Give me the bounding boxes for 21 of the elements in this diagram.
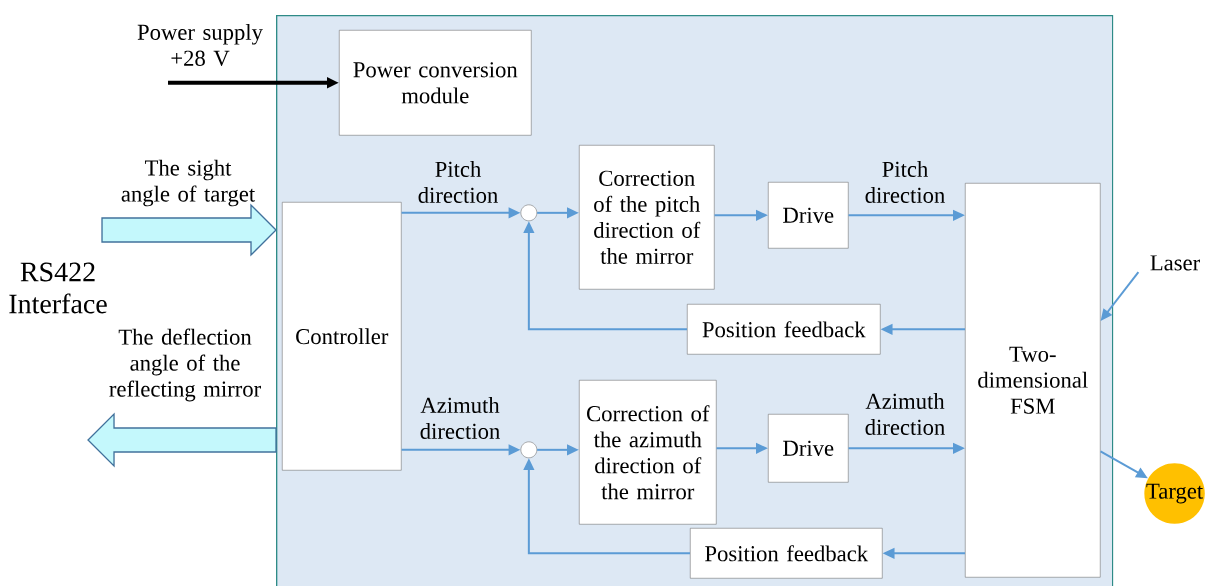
interface-label: RS422 Interface (9, 262, 107, 314)
block-arrow (87, 412, 277, 468)
edge-label: Pitch direction (418, 161, 498, 203)
text-label: Power supply +28 V (137, 23, 263, 67)
process-box: Correction of the azimuth direction of the mirror (579, 380, 717, 525)
edge-label: Pitch direction (865, 161, 945, 203)
summing-junction (520, 204, 538, 222)
edge-label: The sight angle of target (121, 159, 256, 207)
process-box: Two-dimensional FSM (965, 183, 1101, 578)
process-box: Drive (768, 414, 849, 483)
process-box: Drive (768, 182, 849, 249)
process-box: Correction of the pitch direction of the mirror (579, 145, 715, 290)
process-box: Power conversion module (339, 30, 532, 136)
process-box: Position feedback (690, 528, 883, 579)
summing-junction (520, 441, 538, 459)
text-label: Laser (1150, 255, 1200, 271)
process-box: Position feedback (687, 304, 881, 355)
process-box: Controller (282, 202, 402, 471)
edge-label: Azimuth direction (865, 393, 945, 435)
edge-label: Azimuth direction (420, 397, 500, 439)
edge-label: The deflection angle of the reflecting mirror (109, 328, 261, 402)
